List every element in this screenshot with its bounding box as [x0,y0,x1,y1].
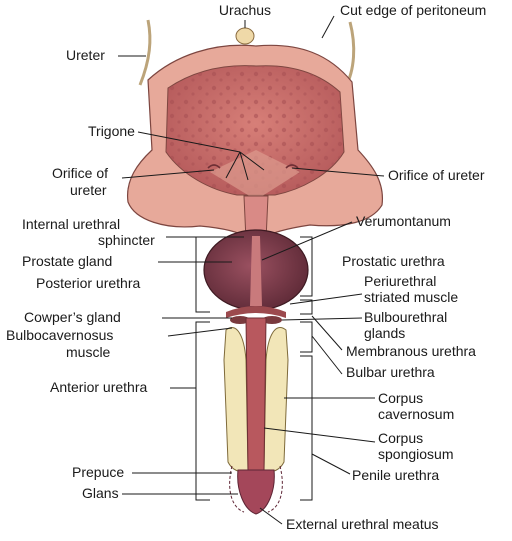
label-prostate-gland: Prostate gland [22,253,112,269]
label-urachus: Urachus [219,2,271,18]
label-cavernosum-line2: cavernosum [378,406,454,422]
corpus-spongiosum [245,317,267,471]
label-bulbourethral-line1: Bulbourethral [364,309,447,325]
leader-cut-edge [321,15,335,39]
trigone-area [210,150,300,200]
left-prepuce-outline [229,465,245,513]
label-penile-urethra: Penile urethra [352,467,439,483]
label-bulbocavernosus-line1: Bulbocavernosus [6,327,113,343]
bracket-membranous [300,299,313,315]
label-trigone: Trigone [88,123,135,139]
label-external-meatus: External urethral meatus [286,516,439,532]
leader-bulbar [311,335,343,375]
bracket-anterior-urethra [195,321,210,501]
bracket-bulbar [300,321,313,353]
label-spongiosum-line2: spongiosum [378,446,454,462]
label-orifice-left-line1: Orifice of [52,165,108,181]
leader-verumontanum [261,221,353,261]
label-bulbocavernosus-line2: muscle [66,344,111,360]
prostatic-urethra-channel [250,236,262,306]
label-cavernosum-line1: Corpus [378,390,423,406]
urachus-knob [235,27,255,45]
leader-trigone [137,131,265,181]
leader-meatus [259,507,283,525]
label-membranous-urethra: Membranous urethra [346,343,476,359]
label-prostatic-urethra: Prostatic urethra [342,253,445,269]
label-ureter: Ureter [66,47,105,63]
peritoneum-left-edge [138,19,152,86]
bracket-prostatic-urethra [300,236,313,297]
label-spongiosum-line1: Corpus [378,430,423,446]
leader-orifice-right [291,167,385,177]
leader-periurethral [289,293,363,305]
leader-bulbocavernosus [167,327,233,337]
label-internal-sphincter-line1: Internal urethral [22,216,120,232]
label-cut-edge: Cut edge of peritoneum [340,2,486,18]
leader-penile [311,453,351,475]
periurethral-band [226,306,286,318]
glans-penis [237,469,275,515]
left-corpus-cavernosum [223,327,249,473]
bracket-posterior-urethra [195,236,210,313]
leader-orifice-left [121,169,215,179]
right-corpus-cavernosum [263,327,289,473]
label-glans: Glans [82,485,119,501]
bladder-mucosa-texture [166,65,344,195]
label-cowpers-gland: Cowper’s gland [24,309,121,325]
leader-membranous [311,315,343,351]
label-orifice-right: Orifice of ureter [388,167,485,183]
bracket-penile [300,355,313,501]
label-orifice-left-line2: ureter [70,182,107,198]
label-anterior-urethra: Anterior urethra [50,379,147,395]
label-internal-sphincter-line2: sphincter [98,232,155,248]
leader-spongiosum [263,427,376,443]
label-periurethral-line1: Periurethral [364,273,436,289]
label-bulbourethral-line2: glands [364,325,405,341]
label-periurethral-line2: striated muscle [364,289,458,305]
right-cowpers-gland [262,316,282,324]
right-ureter-orifice [285,164,299,169]
label-posterior-urethra: Posterior urethra [36,275,140,291]
left-ureter-orifice [207,164,221,169]
label-bulbar-urethra: Bulbar urethra [346,364,435,380]
leader-bulbourethral [281,317,363,321]
label-verumontanum: Verumontanum [356,213,451,229]
left-cowpers-gland [230,316,250,324]
right-prepuce-outline [267,465,283,513]
label-prepuce: Prepuce [72,464,124,480]
